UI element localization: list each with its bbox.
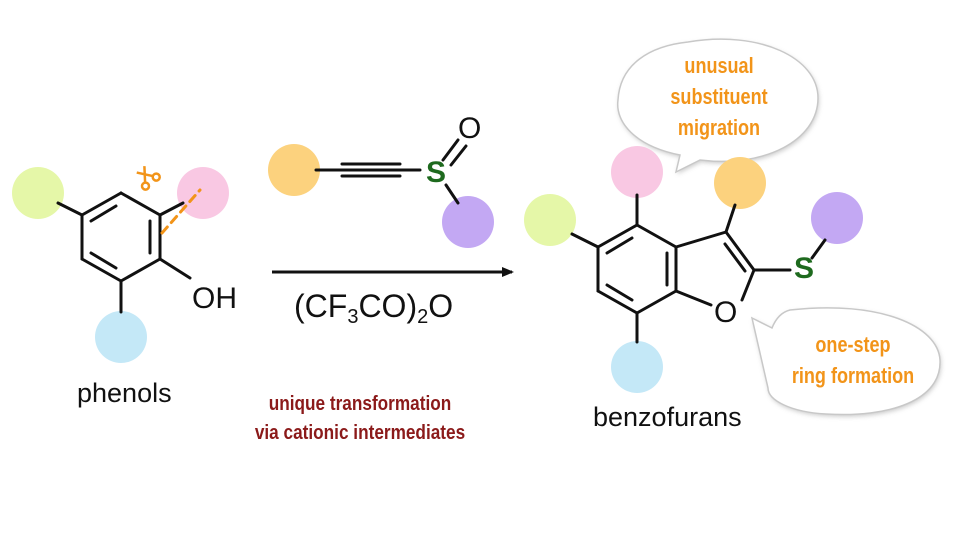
benzofuran-structure xyxy=(524,146,863,393)
hydroxyl-oh-label: OH xyxy=(192,282,237,315)
transformation-note-line2: via cationic intermediates xyxy=(254,422,466,444)
migration-note: unusual substituent migration xyxy=(649,50,788,143)
ring-formation-note: one-step ring formation xyxy=(783,329,922,391)
substituent-purple-circle xyxy=(442,196,494,248)
sulfoxide-oxygen-label: O xyxy=(458,112,482,145)
reagent-formula: (CF3CO)2O xyxy=(294,288,454,328)
product-blue-circle xyxy=(611,341,663,393)
ring-formation-note-line2: ring formation xyxy=(791,363,915,388)
product-purple-circle xyxy=(811,192,863,244)
migration-note-line3: migration xyxy=(677,115,761,140)
migration-note-line1: unusual xyxy=(684,53,754,78)
migration-speech-bubble xyxy=(617,38,819,174)
furan-oxygen-label: O xyxy=(714,296,738,329)
ring-formation-note-line1: one-step xyxy=(815,332,891,357)
reagent-sulfur-label: S xyxy=(426,156,447,189)
product-orange-circle xyxy=(714,157,766,209)
substituent-pink-circle xyxy=(177,167,229,219)
substituent-blue-circle xyxy=(95,311,147,363)
scissors-icon xyxy=(136,166,161,191)
phenols-label: phenols xyxy=(77,378,172,408)
alkynyl-sulfoxide-structure xyxy=(268,138,494,248)
phenol-structure xyxy=(12,167,229,363)
migration-note-line2: substituent xyxy=(670,84,768,109)
benzofurans-label: benzofurans xyxy=(593,402,742,432)
transformation-note: unique transformation via cationic inter… xyxy=(222,390,497,448)
substituent-orange-circle xyxy=(268,144,320,196)
product-sulfur-label: S xyxy=(794,252,815,285)
ring-formation-speech-bubble xyxy=(750,307,942,417)
substituent-green-circle xyxy=(12,167,64,219)
product-pink-circle xyxy=(611,146,663,198)
transformation-note-line1: unique transformation xyxy=(268,393,452,415)
product-green-circle xyxy=(524,194,576,246)
